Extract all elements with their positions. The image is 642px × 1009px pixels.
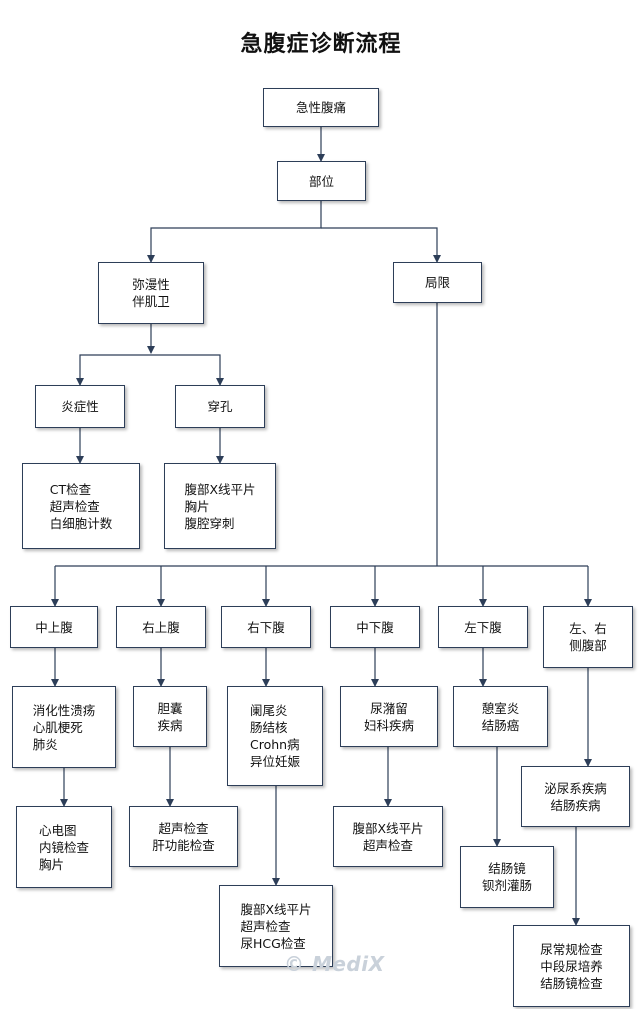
node-lower-middle-diseases: 尿潴留 妇科疾病 (340, 686, 438, 747)
node-upper-middle-abdomen: 中上腹 (10, 606, 98, 648)
node-left-right-flank: 左、右 侧腹部 (543, 606, 633, 668)
node-flank-diseases: 泌尿系疾病 结肠疾病 (521, 766, 630, 827)
node-label: 腹部X线平片 超声检查 尿HCG检查 (240, 901, 312, 951)
node-lower-right-abdomen: 右下腹 (221, 606, 311, 648)
node-label: 穿孔 (207, 399, 233, 414)
node-label: 炎症性 (61, 399, 99, 414)
node-label: 腹部X线平片 胸片 腹腔穿刺 (184, 481, 256, 531)
node-label: CT检查 超声检查 白细胞计数 (49, 481, 113, 531)
node-label: 胆囊 疾病 (157, 700, 183, 733)
connector-diffuse-to-perforation (151, 354, 224, 386)
node-label: 尿常规检查 中段尿培养 结肠镜检查 (540, 941, 603, 991)
node-upper-middle-diseases: 消化性溃疡 心肌梗死 肺炎 (12, 686, 116, 768)
node-label: 部位 (308, 173, 334, 189)
node-label: 超声检查 肝功能检查 (152, 820, 215, 853)
node-gallbladder-disease: 胆囊 疾病 (133, 686, 207, 747)
node-lower-left-tests: 结肠镜 钡剂灌肠 (460, 846, 554, 908)
node-label: 中下腹 (356, 619, 394, 635)
node-label: 结肠镜 钡剂灌肠 (481, 861, 532, 893)
node-flank-tests: 尿常规检查 中段尿培养 结肠镜检查 (513, 925, 630, 1007)
node-label: 局限 (424, 275, 450, 290)
node-label: 弥漫性 伴肌卫 (132, 277, 170, 309)
node-lower-right-diseases: 阑尾炎 肠结核 Crohn病 异位妊娠 (227, 686, 323, 786)
node-lower-middle-abdomen: 中下腹 (330, 606, 420, 648)
node-label: 中上腹 (35, 619, 73, 635)
connector-location-to-localized (321, 227, 441, 263)
node-label: 憩室炎 结肠癌 (481, 700, 520, 733)
node-inflammatory-tests: CT检查 超声检查 白细胞计数 (22, 463, 140, 549)
node-label: 尿潴留 妇科疾病 (363, 700, 414, 733)
node-upper-middle-tests: 心电图 内镜检查 胸片 (16, 806, 112, 888)
node-inflammatory: 炎症性 (35, 385, 125, 428)
diagram-title: 急腹症诊断流程 (240, 32, 402, 57)
node-label: 右下腹 (247, 619, 285, 635)
connector-diffuse-to-inflammatory (76, 354, 151, 386)
node-lower-right-tests: 腹部X线平片 超声检查 尿HCG检查 (219, 885, 333, 967)
node-lower-left-abdomen: 左下腹 (438, 606, 528, 648)
node-label: 急性腹痛 (295, 100, 346, 115)
node-perforation-tests: 腹部X线平片 胸片 腹腔穿刺 (164, 463, 276, 549)
node-label: 阑尾炎 肠结核 Crohn病 异位妊娠 (249, 703, 300, 769)
node-label: 右上腹 (142, 619, 180, 635)
node-location: 部位 (277, 161, 366, 201)
node-label: 心电图 内镜检查 胸片 (38, 822, 89, 872)
node-localized: 局限 (393, 262, 482, 303)
node-upper-right-tests: 超声检查 肝功能检查 (129, 806, 238, 867)
node-label: 左下腹 (464, 619, 502, 635)
node-label: 泌尿系疾病 结肠疾病 (544, 780, 607, 813)
node-label: 左、右 侧腹部 (569, 621, 607, 653)
watermark: © MediX (284, 952, 385, 976)
connector-location-split (147, 201, 322, 263)
node-diffuse-guarding: 弥漫性 伴肌卫 (98, 262, 204, 324)
node-perforation: 穿孔 (175, 385, 265, 428)
node-label: 消化性溃疡 心肌梗死 肺炎 (32, 702, 96, 752)
node-label: 腹部X线平片 超声检查 (352, 820, 424, 853)
node-lower-left-diseases: 憩室炎 结肠癌 (453, 686, 548, 747)
node-lower-middle-tests: 腹部X线平片 超声检查 (333, 806, 443, 867)
node-upper-right-abdomen: 右上腹 (116, 606, 206, 648)
node-acute-abdominal-pain: 急性腹痛 (263, 88, 379, 127)
